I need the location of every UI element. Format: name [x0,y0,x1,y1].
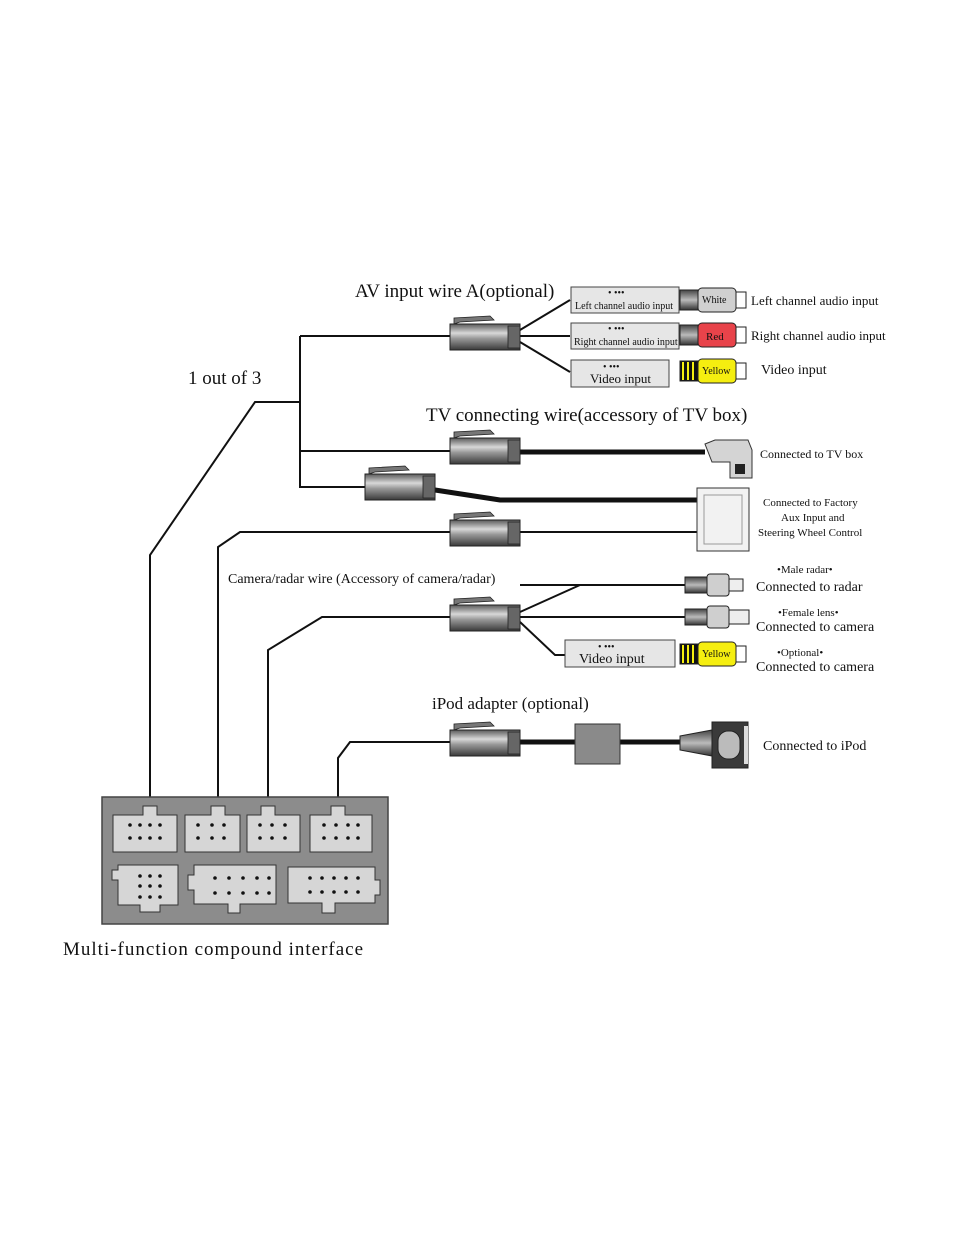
camera-video-tag-box [564,639,676,668]
av-video-pins-icon: • ••• [603,362,620,373]
camera-yellow-plug-icon: Yellow [679,641,747,667]
white-rca-plug-icon: White [679,287,747,313]
connector-factory-b [449,511,521,547]
ipod-out: Connected to iPod [763,739,866,754]
ipod-dock-plug-icon [679,721,749,769]
red-plug-label: Red [706,331,724,343]
interface-label: Multi-function compound interface [63,939,364,960]
ipod-title: iPod adapter (optional) [432,694,589,713]
interface-port-3 [246,805,301,853]
av-left-tag: Left channel audio input [575,301,673,312]
av-left-pins-icon: • ••• [608,288,625,299]
white-plug-label: White [702,295,727,306]
interface-port-6 [187,864,277,914]
factory-line3: Steering Wheel Control [758,527,862,539]
tv-wire-title: TV connecting wire(accessory of TV box) [426,405,747,426]
connector-factory-a [364,465,436,501]
av-right-tag-box [570,322,680,350]
tv-box-plug-icon [704,439,753,479]
interface-port-2 [184,805,241,853]
camera-video-tag: Video input [579,652,645,667]
male-radar-out: Connected to radar [756,580,863,595]
optional-out: Connected to camera [756,660,875,675]
compound-interface-panel [101,796,389,925]
connector-ipod [449,721,521,757]
female-lens-out: Connected to camera [756,620,875,635]
interface-port-7 [287,866,381,914]
av-right-tag: Right channel audio input [574,337,678,348]
camera-video-pins-icon: • ••• [598,642,615,653]
factory-line1: Connected to Factory [763,497,858,509]
factory-box-icon [696,487,750,552]
male-radar-plug-icon [684,573,744,597]
av-video-tag-box [570,359,670,388]
av-out-right: Right channel audio input [751,328,886,343]
female-lens-note: •Female lens• [778,607,839,619]
av-video-tag: Video input [590,371,651,386]
av-wire-title: AV input wire A(optional) [355,281,554,302]
interface-port-5 [111,864,179,913]
factory-line2: Aux Input and [781,512,845,524]
male-radar-note: •Male radar• [777,564,833,576]
interface-port-4 [309,805,373,853]
yellow-plug-label: Yellow [702,366,731,377]
ipod-adapter-box-icon [574,723,621,765]
yellow-rca-plug-icon: Yellow [679,358,747,384]
red-rca-plug-icon: Red [679,322,747,348]
av-right-pins-icon: • ••• [608,324,625,335]
female-lens-plug-icon [684,605,750,629]
selector-label: 1 out of 3 [188,368,261,389]
av-out-video: Video input [761,363,827,378]
connector-camera [449,596,521,632]
camera-wire-title: Camera/radar wire (Accessory of camera/r… [228,572,496,587]
tv-out: Connected to TV box [760,447,863,461]
optional-note: •Optional• [777,647,823,659]
connector-tv [449,429,521,465]
av-left-tag-box [570,286,680,314]
av-out-left: Left channel audio input [751,293,879,308]
interface-port-1 [112,805,178,853]
camera-yellow-plug-label: Yellow [702,649,731,660]
connector-av [449,315,521,351]
wires [149,299,705,808]
